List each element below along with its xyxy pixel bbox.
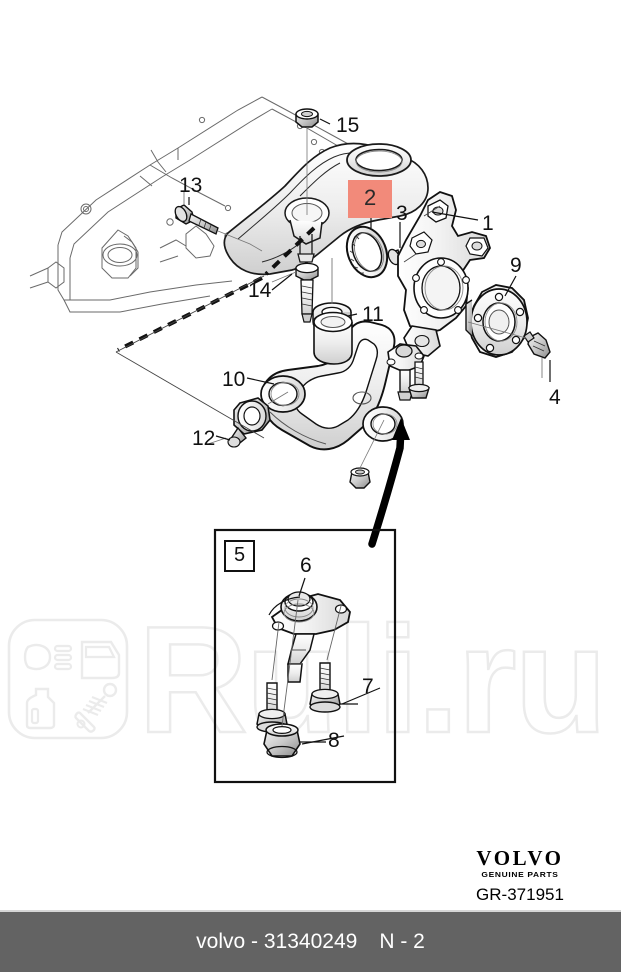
part-15-nut	[295, 108, 319, 215]
main-view-joint-nut	[349, 419, 385, 489]
footer-page-ref: N - 2	[379, 930, 425, 953]
callout-13[interactable]: 13	[179, 174, 203, 197]
callout-7[interactable]: 7	[362, 675, 374, 698]
callout-8[interactable]: 8	[328, 729, 340, 752]
main-view-joint-bolt	[408, 361, 430, 399]
volvo-wordmark: VOLVO	[476, 846, 564, 870]
detail-inset-box	[213, 528, 397, 784]
callout-9[interactable]: 9	[510, 254, 522, 277]
suspension-exploded-diagram	[29, 96, 551, 784]
volvo-brand-block: VOLVO GENUINE PARTS GR-371951	[445, 848, 595, 903]
callout-2-highlighted[interactable]: 2	[348, 180, 393, 218]
part-4-hub-bolt	[467, 321, 551, 378]
callout-6[interactable]: 6	[300, 554, 312, 577]
footer-part-number: 31340249	[263, 930, 358, 953]
part-6-ball-joint-detail	[268, 591, 351, 683]
footer-label: volvo - 31340249 N - 2	[196, 930, 425, 954]
part-13-flange-bolt	[174, 192, 263, 252]
callout-10[interactable]: 10	[222, 368, 246, 391]
callout-14[interactable]: 14	[248, 279, 272, 302]
subframe-assembly	[29, 96, 373, 313]
callout-15[interactable]: 15	[336, 114, 360, 137]
part-7-flange-screw	[309, 662, 358, 713]
callout-12[interactable]: 12	[192, 427, 216, 450]
part-8-nut-detail	[263, 723, 326, 759]
callout-1[interactable]: 1	[482, 212, 494, 235]
callout-3[interactable]: 3	[396, 202, 408, 225]
genuine-parts-subtitle: GENUINE PARTS	[481, 870, 559, 879]
part-9-wheel-hub-bearing	[465, 284, 529, 358]
callout-leader-lines	[188, 118, 551, 745]
footer-brand: volvo	[196, 930, 246, 953]
callout-5-boxed[interactable]: 5	[224, 540, 256, 572]
detail-assembly-lines	[271, 599, 342, 727]
indicator-thin-line	[115, 275, 265, 439]
part-12-rear-bushing	[207, 391, 289, 448]
strut-eye-ring	[346, 143, 412, 177]
callout-11[interactable]: 11	[362, 303, 384, 326]
detail-zoom-arrow	[368, 418, 410, 548]
callout-4[interactable]: 4	[549, 386, 561, 409]
footer-bar: volvo - 31340249 N - 2	[0, 910, 621, 972]
part-2-sealing-ring	[345, 225, 389, 279]
part-14-subframe-bolt	[271, 262, 319, 323]
part-10-control-arm	[260, 311, 404, 451]
group-code: GR-371951	[476, 884, 564, 904]
footer-separator: -	[251, 930, 259, 953]
